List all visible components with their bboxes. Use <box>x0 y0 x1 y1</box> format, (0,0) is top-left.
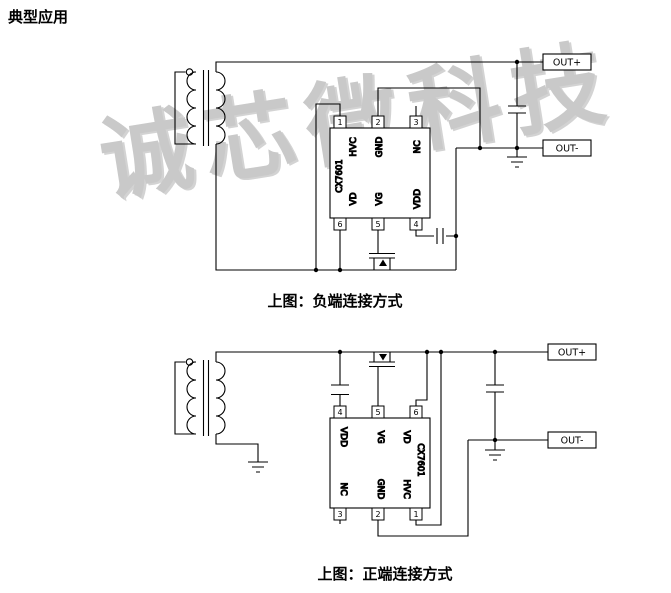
pin-label-vdd: VDD <box>338 427 348 447</box>
pin-number-1: 1 <box>337 118 342 127</box>
out-minus-box <box>542 139 592 157</box>
mosfet-arrow-icon <box>379 354 387 361</box>
ground-symbol-transformer <box>248 461 268 473</box>
ic-name: CX7601 <box>335 159 345 192</box>
ic-body <box>329 127 431 219</box>
secondary-coil <box>215 361 226 435</box>
pin-number-4: 4 <box>337 408 342 417</box>
primary-loop <box>174 361 196 435</box>
out-plus-rail <box>215 351 548 362</box>
vdd-capacitor-bottom <box>331 384 349 396</box>
secondary-ground-wire <box>215 434 259 462</box>
vdd-capacitor <box>436 228 444 244</box>
bottom-circuit: CX7601 VDD VG VD NC GND HVC 4 5 6 3 2 1 <box>174 343 597 537</box>
transformer-bottom <box>174 358 226 436</box>
output-capacitor-bottom <box>486 352 504 440</box>
mosfet-top <box>369 252 395 270</box>
pin-number-3: 3 <box>413 118 418 127</box>
pin-label-hvc: HVC <box>349 137 359 156</box>
out-plus-label: OUT+ <box>558 347 586 358</box>
pin-label-gnd: GND <box>375 479 385 500</box>
pin-number-boxes: 1 2 3 6 5 4 <box>333 115 423 231</box>
out-minus-label: OUT- <box>556 143 579 154</box>
pin-label-nc: NC <box>338 482 348 495</box>
pin-number-4: 4 <box>413 220 418 229</box>
out-minus-box <box>547 431 597 449</box>
primary-coil <box>186 71 197 145</box>
ic-body <box>329 417 431 509</box>
primary-coil <box>186 361 197 435</box>
pin-label-vd: VD <box>401 430 411 443</box>
pin-number-boxes: 4 5 6 3 2 1 <box>333 405 423 521</box>
out-minus-label: OUT- <box>561 435 584 446</box>
out-plus-label: OUT+ <box>553 57 581 68</box>
terminals-top: OUT+ OUT- <box>542 53 592 157</box>
caption-positive-connection: 上图：正端连接方式 <box>317 566 453 583</box>
mosfet-leads <box>373 258 391 270</box>
pin-number-5: 5 <box>375 408 380 417</box>
ground-symbol-top <box>507 148 527 168</box>
pin-label-hvc: HVC <box>401 479 411 498</box>
drain-rail <box>215 144 456 271</box>
top-circuit: CX7601 HVC GND NC VD VG VDD 1 2 3 6 5 4 <box>174 53 592 273</box>
ground-symbol-output <box>485 440 505 461</box>
gnd-wire <box>377 440 469 537</box>
transformer-top <box>174 68 226 146</box>
output-capacitor-top <box>508 62 526 148</box>
secondary-coil <box>215 71 226 145</box>
pin-label-vdd: VDD <box>413 189 423 209</box>
core-lines <box>202 360 210 436</box>
pin-number-2: 2 <box>375 118 380 127</box>
ic-name: CX7601 <box>415 443 425 476</box>
terminals-bottom: OUT+ OUT- <box>547 343 597 449</box>
pin-label-gnd: GND <box>375 137 385 158</box>
junction-dots-bottom <box>337 349 498 443</box>
gnd-wire <box>377 87 481 148</box>
pin-label-vg: VG <box>375 192 385 205</box>
pin-label-nc: NC <box>413 140 423 153</box>
pin-label-vg: VG <box>375 430 385 443</box>
out-plus-rail <box>215 61 543 72</box>
out-plus-box <box>542 53 592 71</box>
pin-number-1: 1 <box>413 510 418 519</box>
pin-number-2: 2 <box>375 510 380 519</box>
junction-dots-top <box>313 59 520 273</box>
pin-number-3: 3 <box>337 510 342 519</box>
core-lines <box>202 70 210 146</box>
ic-bottom: CX7601 VDD VG VD NC GND HVC 4 5 6 3 2 1 <box>329 405 431 521</box>
out-plus-box <box>547 343 597 361</box>
mosfet-leads <box>373 352 391 362</box>
ic-top: CX7601 HVC GND NC VD VG VDD 1 2 3 6 5 4 <box>329 115 431 231</box>
pin-number-5: 5 <box>375 220 380 229</box>
primary-loop <box>174 71 196 145</box>
pin-label-vd: VD <box>349 192 359 205</box>
pin-number-6: 6 <box>337 220 342 229</box>
page-title: 典型应用 <box>8 9 69 26</box>
pin-number-6: 6 <box>413 408 418 417</box>
capacitor-plates <box>331 384 349 396</box>
mosfet-arrow-icon <box>379 259 387 266</box>
capacitor-plates <box>436 228 444 244</box>
caption-negative-connection: 上图：负端连接方式 <box>267 293 403 310</box>
